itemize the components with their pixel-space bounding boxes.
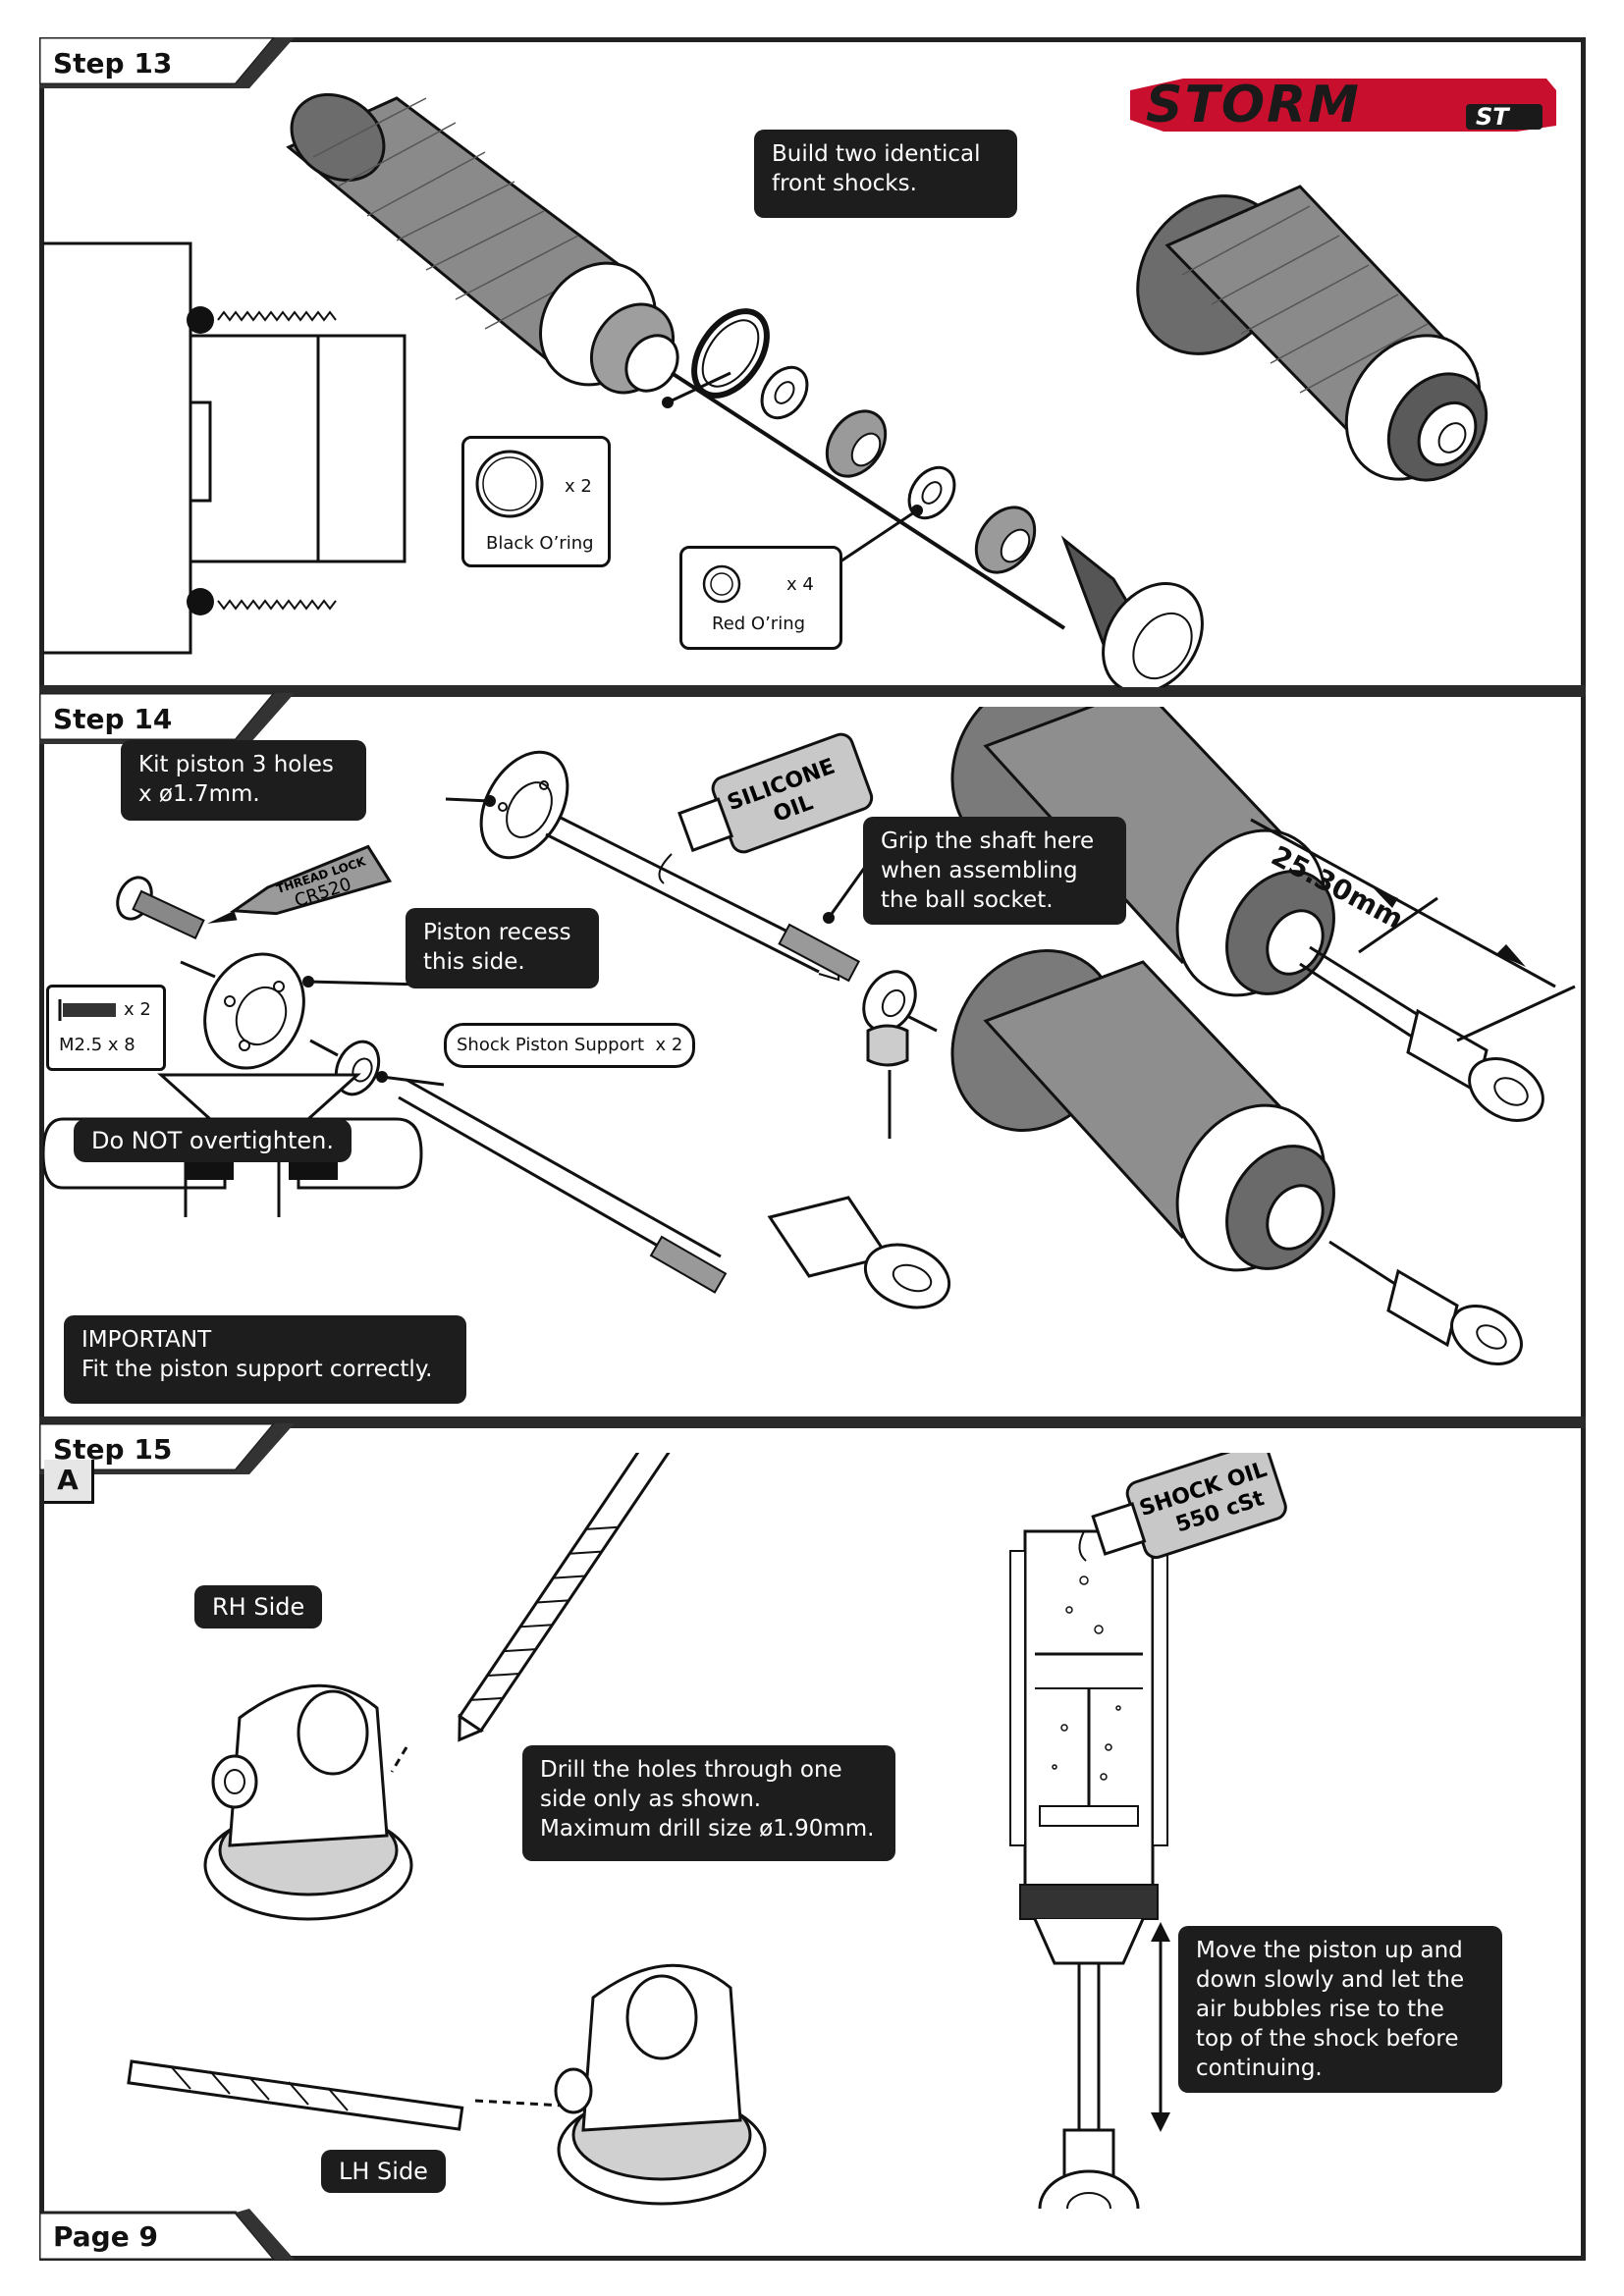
black-oring-icon (475, 450, 544, 518)
red-oring-label: Red O’ring (712, 614, 806, 634)
black-oring-qty: x 2 (565, 476, 592, 497)
page-frame (39, 37, 1586, 2261)
build-two-shocks-callout: Build two identical front shocks. (754, 130, 1017, 218)
important-title: IMPORTANT (81, 1327, 212, 1353)
red-oring-qty: x 4 (786, 574, 814, 595)
screw-icon (58, 999, 116, 1021)
important-callout: IMPORTANT Fit the piston support correct… (64, 1315, 466, 1404)
storm-logo: STORM ST (1130, 76, 1556, 134)
grip-shaft-callout: Grip the shaft here when assembling the … (863, 817, 1126, 925)
black-oring-box: x 2 Black O’ring (461, 436, 611, 567)
step13-illustration (43, 92, 1489, 687)
step15-header: Step 15 (39, 1423, 295, 1474)
important-text: Fit the piston support correctly. (81, 1357, 433, 1382)
black-oring-label: Black O’ring (486, 533, 594, 554)
do-not-overtighten-callout: Do NOT overtighten. (74, 1119, 352, 1162)
rh-side-label: RH Side (194, 1585, 323, 1629)
tab-shape (39, 37, 295, 88)
shock-piston-support-label: Shock Piston Support x 2 (457, 1035, 683, 1055)
lh-side-label: LH Side (321, 2150, 446, 2193)
step13-header: Step 13 (39, 37, 295, 88)
page-footer: Page 9 (39, 2209, 295, 2260)
tab-shape (39, 2209, 295, 2260)
red-oring-box: x 4 Red O’ring (679, 546, 842, 650)
svg-text:STORM: STORM (1146, 76, 1361, 134)
page-number: Page 9 (53, 2220, 158, 2253)
screw-qty: x 2 (124, 999, 151, 1020)
step15-illustration: SHOCK OIL 550 cSt (127, 1453, 1287, 2209)
screw-box: x 2 M2.5 x 8 (46, 985, 166, 1071)
drill-note-callout: Drill the holes through one side only as… (522, 1745, 895, 1861)
screw-size: M2.5 x 8 (59, 1035, 135, 1055)
svg-text:ST: ST (1476, 103, 1510, 131)
red-oring-icon (702, 564, 741, 604)
piston-note-callout: Move the piston up and down slowly and l… (1178, 1926, 1502, 2093)
piston-recess-callout: Piston recess this side. (406, 908, 599, 988)
step14-illustration: SILICONE OIL THREAD LOCK CR520 (43, 707, 1576, 1365)
shock-piston-support-box: Shock Piston Support x 2 (444, 1023, 695, 1068)
divider-step15 (39, 1416, 1586, 1428)
kit-piston-callout: Kit piston 3 holes x ø1.7mm. (121, 740, 366, 821)
tab-shape (39, 1423, 295, 1474)
step13-title: Step 13 (53, 47, 173, 80)
sub-step-a: A (44, 1460, 94, 1504)
step14-title: Step 14 (53, 703, 173, 735)
divider-step14 (39, 685, 1586, 697)
